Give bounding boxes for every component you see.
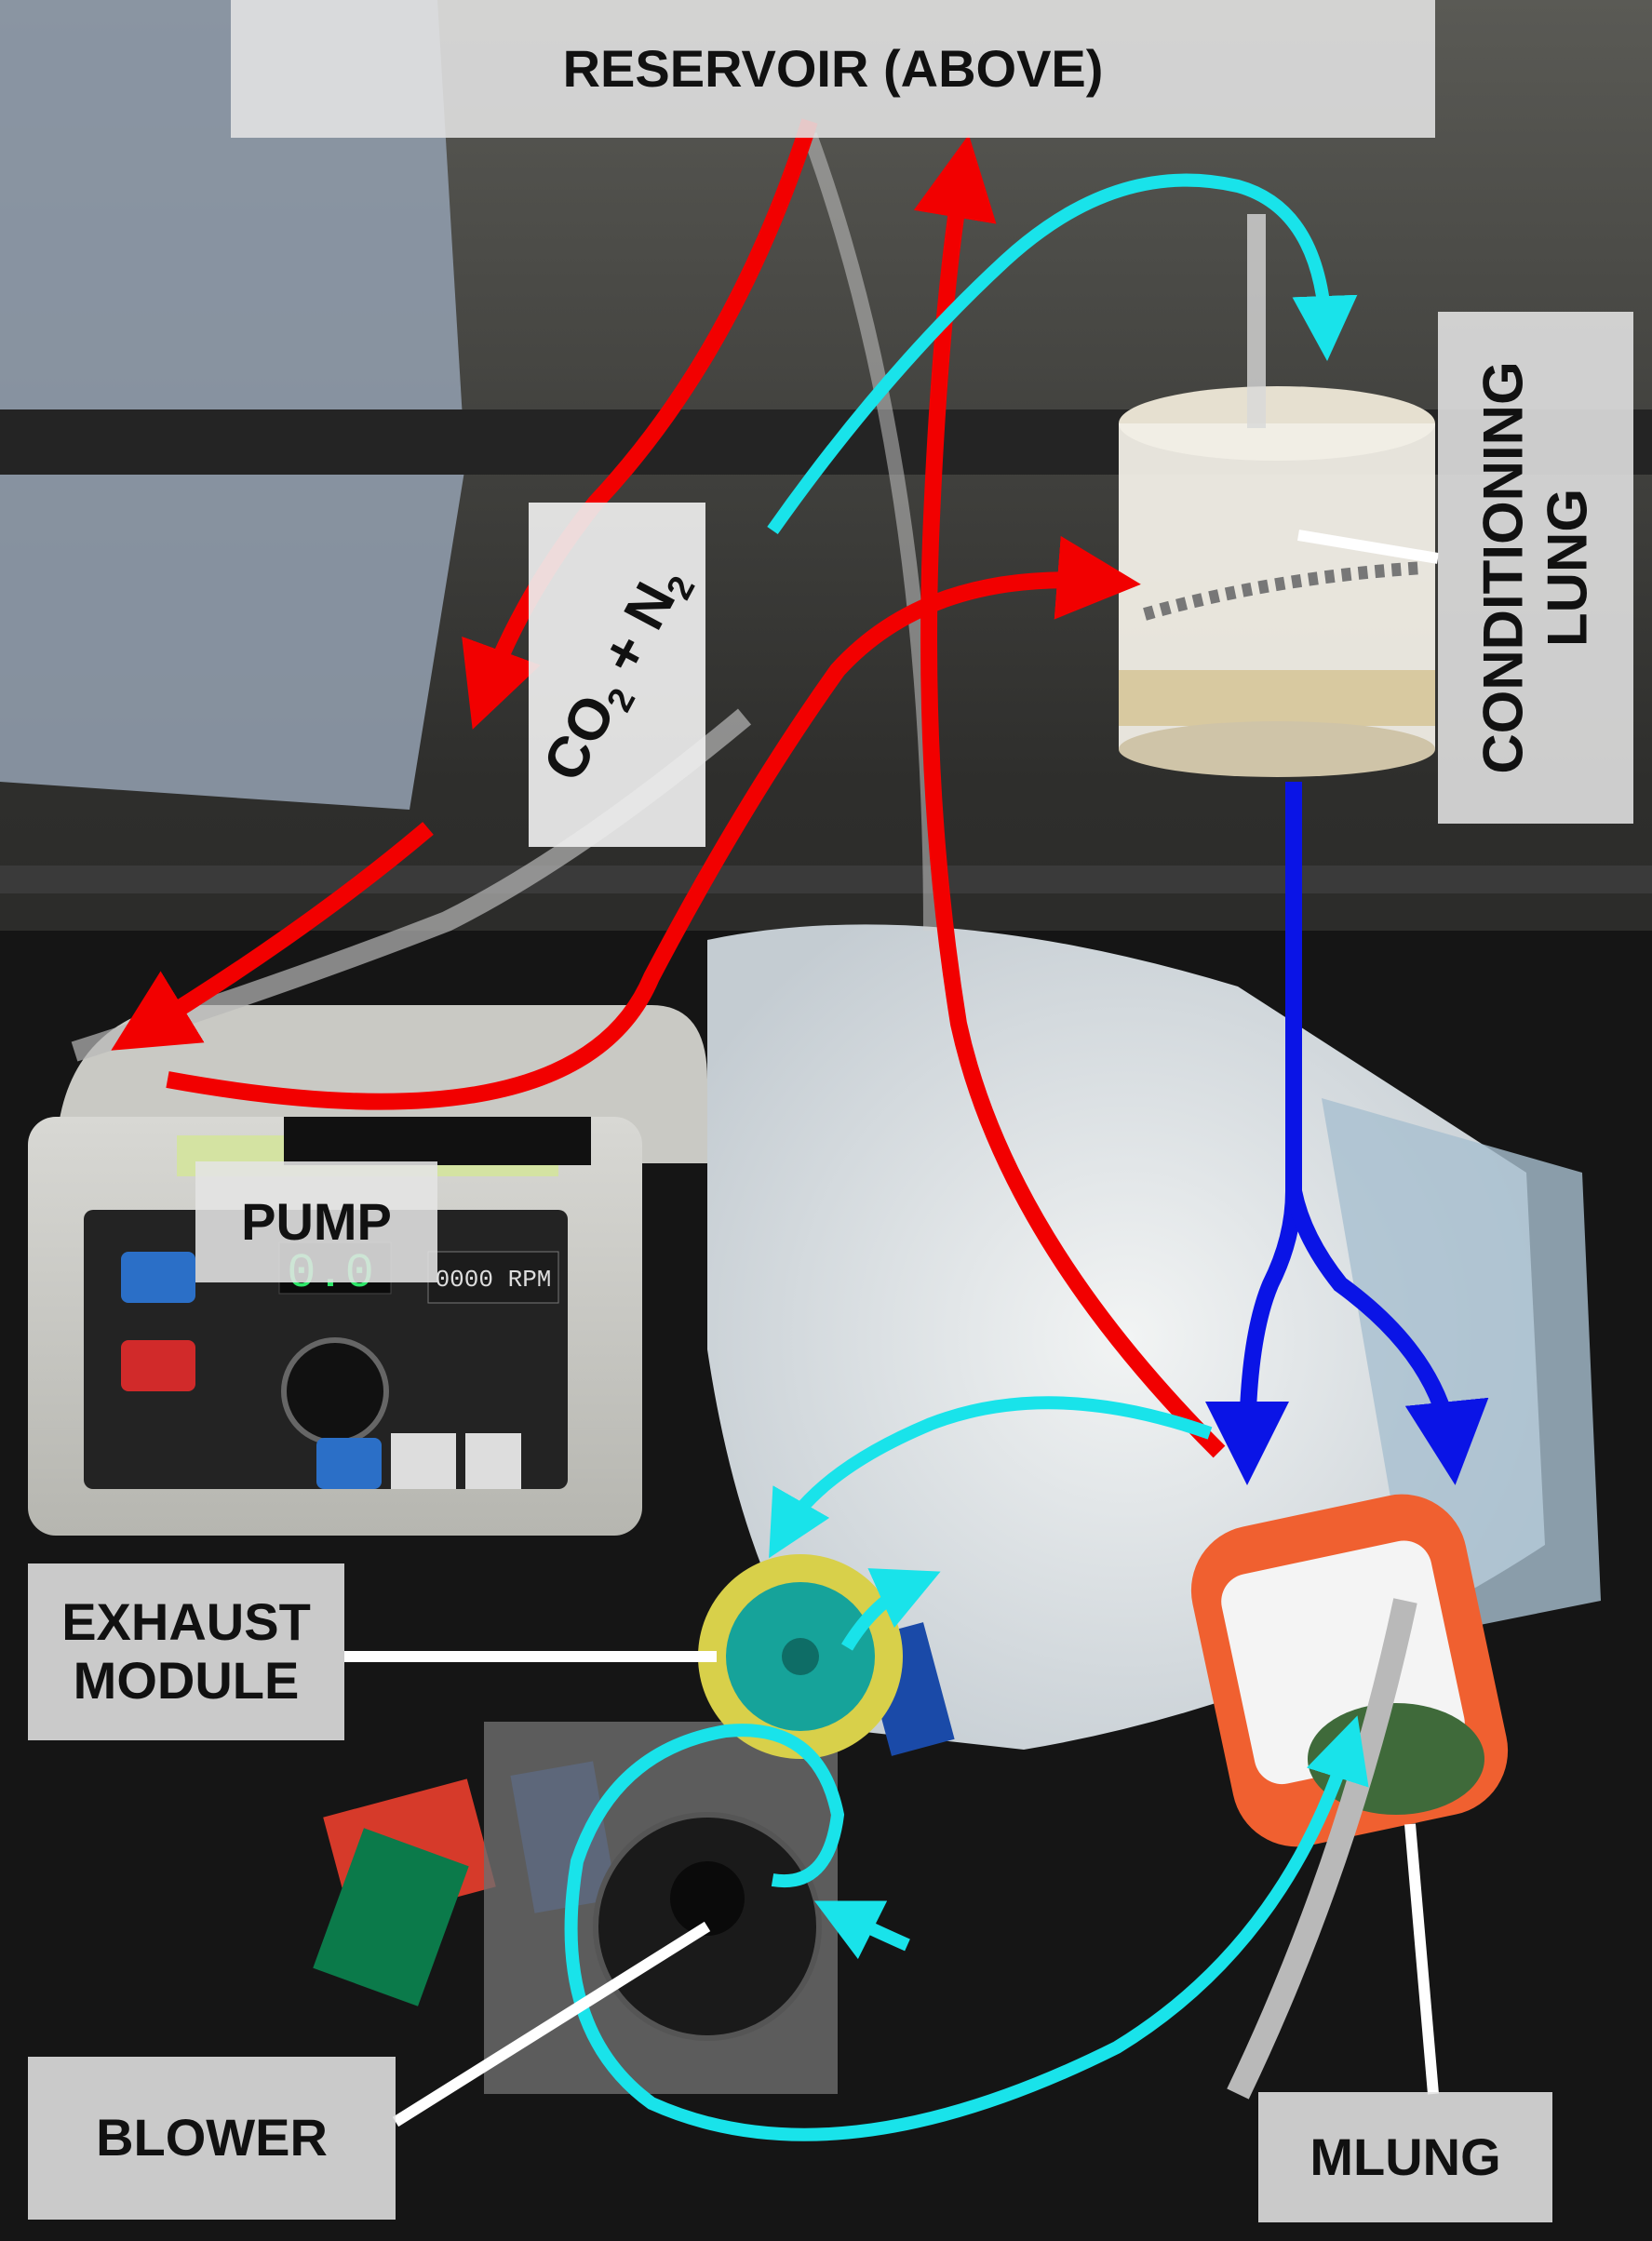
leader-lines — [344, 530, 1439, 2127]
red-arrow-into-pump — [111, 822, 434, 1051]
mlung-label: MLUNG — [1258, 2092, 1552, 2222]
exhaust-line1: EXHAUST — [61, 1592, 311, 1652]
conditioning-line1: CONDITIONING — [1472, 361, 1536, 774]
cyan-gas-arrows — [564, 173, 1369, 2141]
red-flow-arrows — [111, 118, 1226, 1458]
conditioning-lung-device — [1119, 214, 1435, 777]
cyan-arrow-mlung-to-exhaust — [769, 1396, 1213, 1559]
gas-mix-label-text: CO2 + N2 — [531, 555, 703, 794]
blue-flow-arrows — [1205, 782, 1489, 1485]
rpm-display: 0000 RPM — [436, 1266, 552, 1294]
reservoir-label-text: RESERVOIR (ABOVE) — [562, 38, 1104, 98]
pump-label: PUMP — [195, 1161, 437, 1282]
conditioning-lung-label-text: CONDITIONING LUNG — [1471, 361, 1600, 773]
reservoir-label: RESERVOIR (ABOVE) — [231, 0, 1435, 138]
leader-conditioning — [1297, 530, 1439, 564]
cyan-arrow-blower-inlet — [813, 1900, 910, 1960]
cyan-arrow-gas-to-conditioning — [767, 173, 1358, 535]
exhaust-module-device — [698, 1554, 903, 1759]
blower-label-text: BLOWER — [96, 2108, 328, 2167]
bench-rail — [0, 866, 1652, 893]
cyan-arrow-exhaust-out — [840, 1568, 941, 1651]
pump-label-text: PUMP — [241, 1191, 392, 1251]
cyan-arrow-blower-loop — [564, 1715, 1369, 2141]
tubing-grey — [1227, 1598, 1417, 2100]
conditioning-lung-label: CONDITIONING LUNG — [1438, 312, 1633, 824]
blue-drape — [0, 0, 465, 810]
red-arrow-reservoir-to-pump — [462, 118, 818, 730]
exhaust-module-label: EXHAUST MODULE — [28, 1563, 344, 1740]
leader-mlung — [1404, 1823, 1439, 2095]
mlung-device — [1190, 1494, 1509, 1847]
red-arrow-mlung-to-reservoir — [913, 134, 1226, 1458]
mlung-label-text: MLUNG — [1310, 2127, 1501, 2186]
exhaust-line2: MODULE — [73, 1651, 300, 1710]
blower-label: BLOWER — [28, 2057, 396, 2220]
blue-arrow-right-branch — [1285, 1189, 1489, 1485]
gas-mix-label: CO2 + N2 — [529, 503, 705, 847]
leader-blower — [392, 1921, 711, 2127]
conditioning-line2: LUNG — [1537, 489, 1600, 647]
